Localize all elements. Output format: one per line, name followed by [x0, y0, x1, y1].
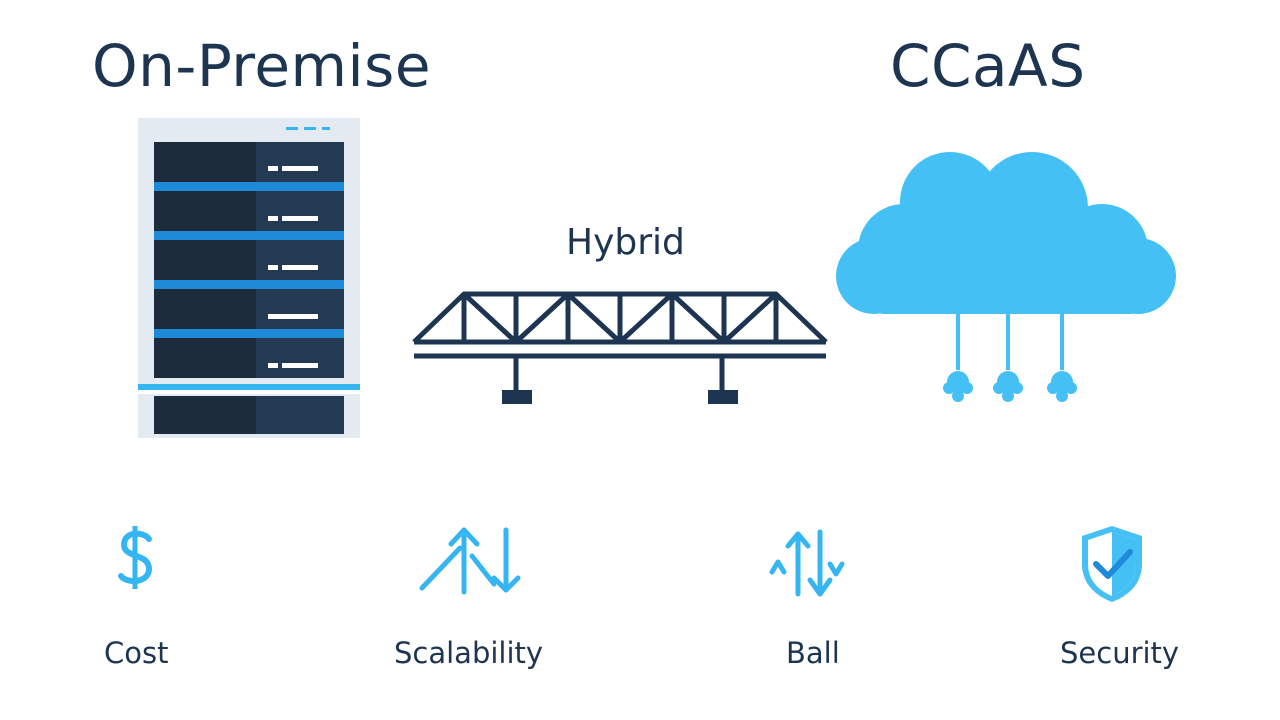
hybrid-label: Hybrid	[566, 222, 685, 263]
up-down-arrows-icon	[769, 529, 845, 597]
scalability-arrows-icon	[419, 527, 521, 595]
on-premise-title: On-Premise	[92, 32, 432, 100]
bridge-icon	[412, 291, 828, 404]
feature-label-ball: Ball	[786, 636, 840, 670]
shield-check-icon	[1082, 526, 1142, 602]
feature-label-cost: Cost	[104, 636, 169, 670]
cloud-icon	[836, 152, 1176, 402]
server-rack-icon	[138, 118, 360, 438]
ccaas-title: CCaAS	[890, 32, 1086, 100]
feature-label-security: Security	[1060, 636, 1180, 670]
feature-label-scalability: Scalability	[394, 636, 544, 670]
dollar-icon	[118, 526, 153, 589]
